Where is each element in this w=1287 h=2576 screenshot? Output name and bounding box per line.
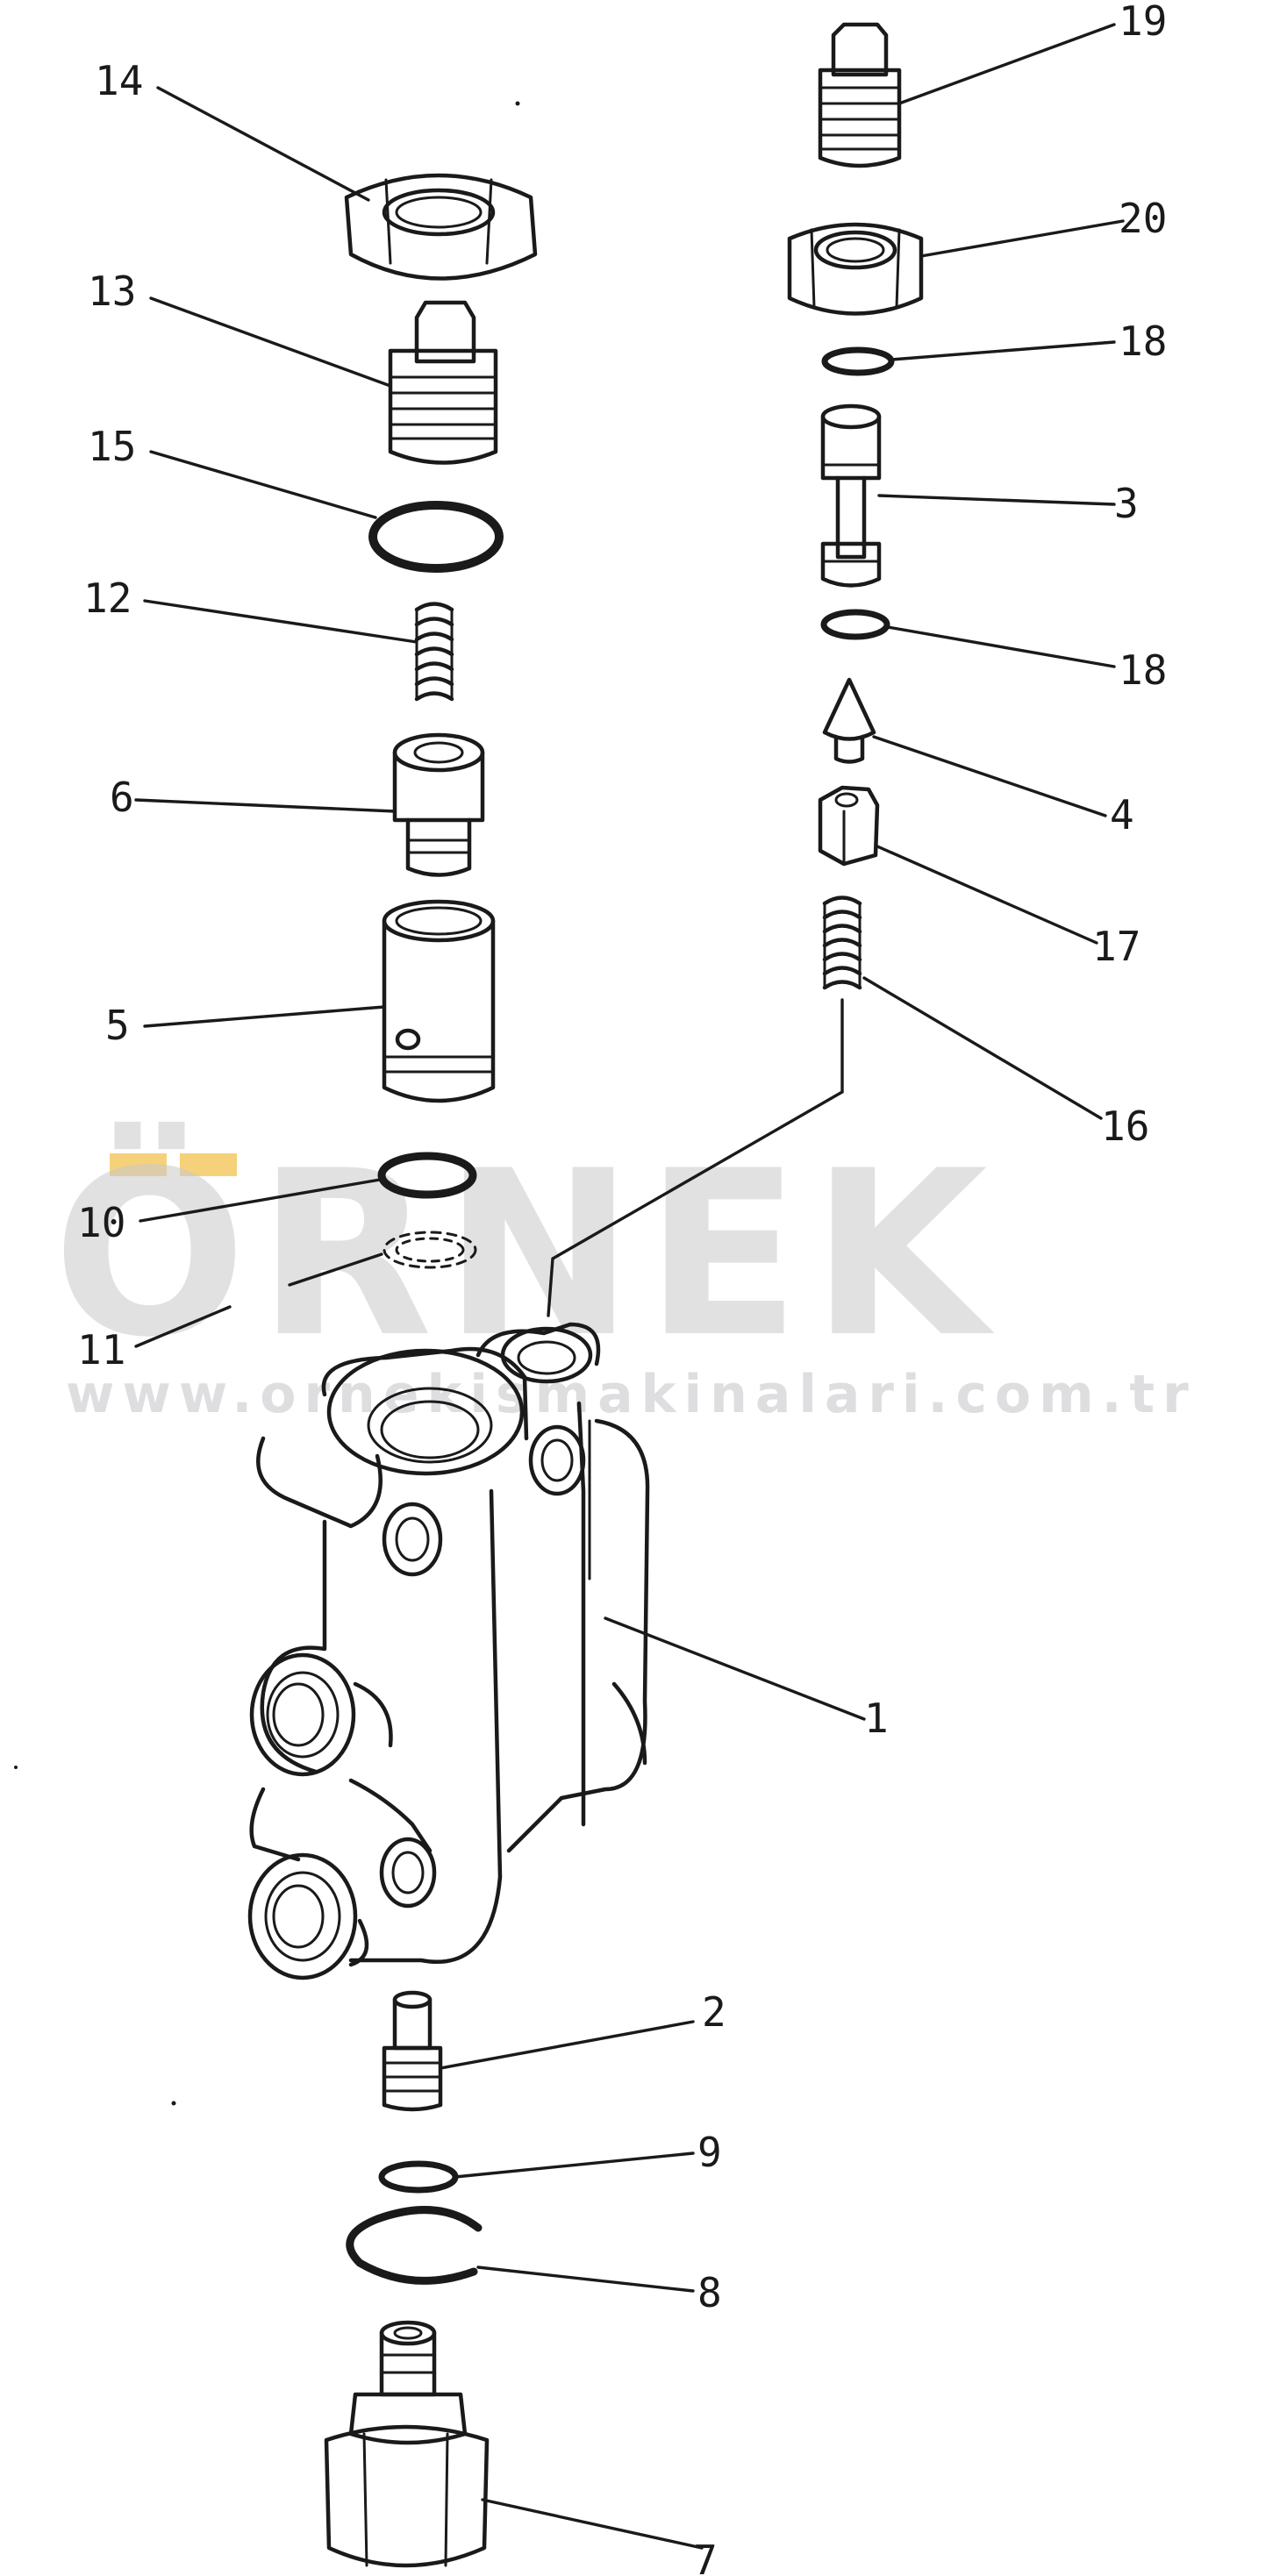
callout-1: 1	[864, 1695, 889, 1742]
scan-specks	[14, 101, 520, 2106]
callout-8: 8	[697, 2269, 722, 2316]
callout-20: 20	[1119, 195, 1167, 242]
callout-numbers: 14 13 15 12 6 5 10 11 19 20 18 3 18 4 17…	[77, 0, 1167, 2576]
leader-12	[143, 599, 418, 644]
callout-13: 13	[88, 268, 136, 315]
callout-18-upper: 18	[1119, 318, 1167, 365]
leader-9	[454, 2151, 695, 2179]
callout-15: 15	[88, 423, 136, 470]
callout-16: 16	[1101, 1102, 1149, 1150]
part-7-plug	[324, 2320, 490, 2568]
leader-lines	[134, 23, 1125, 2550]
watermark-brand: ÖRNEK	[53, 1119, 998, 1388]
leader-10	[139, 1178, 382, 1223]
watermark-accent-left	[110, 1153, 167, 1176]
leader-16	[862, 976, 1103, 1120]
callout-11: 11	[77, 1326, 125, 1374]
callout-2: 2	[702, 1988, 726, 2036]
callout-19: 19	[1119, 0, 1167, 45]
part-15-o-ring	[368, 501, 504, 573]
leader-14	[156, 86, 370, 202]
leader-11	[134, 1252, 383, 1348]
part-10-o-ring	[377, 1152, 477, 1199]
part-9-o-ring	[378, 2160, 459, 2194]
part-5-sleeve	[382, 899, 496, 1103]
callout-4: 4	[1110, 791, 1134, 838]
leader-13	[149, 296, 392, 388]
watermark-accent-right	[180, 1153, 237, 1176]
leader-1	[604, 1616, 866, 1721]
leader-4	[872, 735, 1107, 817]
part-17-seat	[818, 785, 880, 867]
watermark-url: www.ornekismakinalari.com.tr	[66, 1364, 1197, 1425]
part-2-pin	[382, 1990, 443, 2112]
leader-19	[897, 23, 1116, 105]
callout-12: 12	[83, 574, 132, 622]
callout-6: 6	[110, 774, 134, 821]
leader-15	[149, 450, 377, 519]
leader-16-route	[547, 998, 844, 1317]
part-4-cone	[822, 677, 876, 764]
leader-2	[439, 2020, 695, 2070]
callout-10: 10	[77, 1199, 125, 1246]
part-13-plug	[388, 300, 498, 465]
leader-5	[143, 1005, 386, 1028]
leader-8	[476, 2266, 695, 2293]
part-14-nut	[344, 173, 538, 281]
part-18-o-ring-upper	[821, 346, 895, 376]
leader-3	[877, 494, 1116, 506]
part-6-piston	[392, 732, 485, 877]
part-16-spring	[822, 896, 862, 990]
part-3-poppet	[820, 403, 882, 588]
callout-9: 9	[697, 2129, 722, 2176]
leader-18b	[886, 625, 1116, 668]
part-19-screw	[818, 22, 902, 168]
leader-17	[876, 845, 1098, 945]
callout-18-lower: 18	[1119, 646, 1167, 694]
part-20-lock-nut	[787, 222, 924, 316]
leader-6	[134, 798, 397, 813]
leader-18a	[890, 340, 1116, 361]
watermark: ÖRNEK www.ornekismakinalari.com.tr	[53, 1119, 1197, 1425]
callout-14: 14	[95, 57, 143, 104]
leader-7	[481, 2498, 704, 2550]
callout-5: 5	[105, 1002, 130, 1049]
part-11-backup-ring	[383, 1231, 477, 1269]
callout-3: 3	[1114, 480, 1139, 527]
part-12-spring	[414, 602, 454, 702]
part-18-o-ring-lower	[820, 609, 890, 640]
leader-20	[919, 219, 1125, 258]
callout-17: 17	[1092, 923, 1140, 970]
part-1-valve-body	[247, 1322, 650, 1980]
callout-7: 7	[693, 2537, 718, 2576]
part-8-snap-ring	[346, 2206, 483, 2285]
